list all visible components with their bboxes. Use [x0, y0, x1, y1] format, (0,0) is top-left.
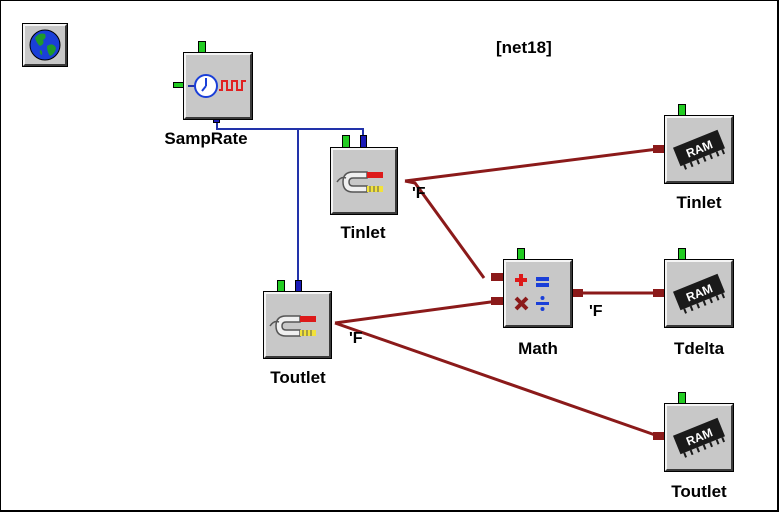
math-label: Math	[518, 339, 558, 358]
tinlet-sensor-unit: 'F	[412, 185, 426, 202]
toutlet-sensor-label: Toutlet	[270, 368, 326, 387]
clock-pulse-icon	[188, 74, 246, 98]
tinlet-sensor-power-tab[interactable]	[342, 135, 350, 148]
ram-chip-icon: RAM	[673, 417, 726, 458]
tinlet-sensor-label: Tinlet	[340, 223, 386, 242]
samprate-label: SampRate	[164, 129, 248, 148]
math-block[interactable]	[503, 259, 573, 328]
tdelta-ram-label: Tdelta	[673, 339, 725, 358]
toutlet-sensor-block[interactable]	[263, 291, 332, 359]
ram-chip-icon: RAM	[673, 129, 726, 170]
samprate-block[interactable]	[183, 52, 253, 120]
probe-sensor-icon	[269, 315, 316, 337]
wire-toutlet-to-ram[interactable]	[334, 321, 659, 438]
math-operators-icon	[514, 274, 549, 311]
wire-tinlet-to-math[interactable]	[404, 179, 486, 279]
toutlet-ram-block[interactable]: RAM	[664, 403, 734, 472]
tinlet-ram-label: Tinlet	[676, 193, 722, 212]
tinlet-ram-block[interactable]: RAM	[664, 115, 734, 184]
tinlet-sensor-clock-tab[interactable]	[360, 135, 367, 148]
network-title: [net18]	[496, 38, 552, 57]
globe-button[interactable]	[22, 23, 68, 67]
toutlet-ram-label: Toutlet	[671, 482, 727, 501]
globe-icon	[29, 29, 61, 61]
toutlet-sensor-unit: 'F	[349, 330, 363, 347]
probe-sensor-icon	[336, 171, 383, 193]
tinlet-sensor-block[interactable]	[330, 147, 398, 215]
math-unit: 'F	[589, 303, 603, 320]
ram-chip-icon: RAM	[673, 273, 726, 314]
wire-toutlet-to-math[interactable]	[334, 299, 499, 325]
tdelta-ram-block[interactable]: RAM	[664, 259, 734, 328]
wire-tinlet-to-ram[interactable]	[404, 147, 659, 183]
